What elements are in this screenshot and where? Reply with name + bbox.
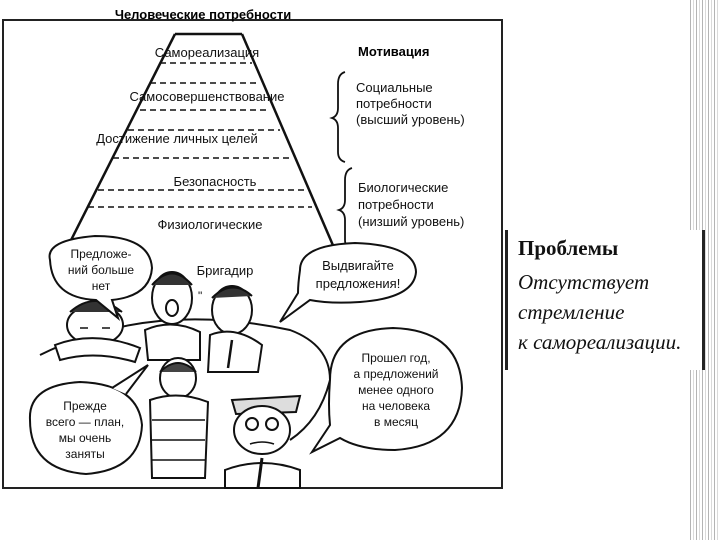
level-physiological: Физиологические — [158, 217, 263, 232]
foreman-figure: " — [143, 271, 202, 361]
speech-bubble-plan-first: Прежде всего — план, мы очень заняты — [28, 364, 149, 476]
social-needs-line-2: потребности — [356, 96, 432, 111]
bubble-no-suggestions-line-3: нет — [92, 279, 111, 293]
pyramid-title: Человеческие потребности — [115, 7, 291, 22]
manager-figure — [224, 394, 302, 489]
bio-needs-line-2: потребности — [358, 197, 434, 212]
worker-sleeping — [53, 300, 142, 364]
caption-line-1: Отсутствует — [518, 270, 650, 294]
speech-bubble-no-suggestions: Предложе- ний больше нет — [48, 234, 154, 321]
bio-needs-brace — [336, 167, 353, 251]
bubble-plan-first-line-4: заняты — [65, 447, 104, 461]
bubble-year-passed-line-1: Прошел год, — [361, 351, 430, 365]
level-personal-goals: Достижение личных целей — [96, 131, 258, 146]
bio-needs-line-3: (низший уровень) — [358, 214, 464, 229]
social-needs-line-3: (высший уровень) — [356, 112, 465, 127]
pyramid-level-labels: Самореализация Самосовершенствование Дос… — [96, 45, 284, 232]
needs-pyramid-illustration: Человеческие потребности Самореализация … — [2, 7, 503, 489]
social-needs-line-1: Социальные — [356, 80, 433, 95]
caption-title: Проблемы — [518, 236, 619, 260]
worker-back — [148, 357, 210, 479]
bubble-year-passed-line-4: на человека — [362, 399, 430, 413]
speech-bubble-year-passed: Прошел год, а предложений менее одного н… — [309, 326, 464, 455]
caption-line-3: к самореализации. — [518, 330, 682, 354]
bubble-plan-first-line-3: мы очень — [59, 431, 111, 445]
bubble-year-passed-line-5: в месяц — [374, 415, 418, 429]
pyramid-level-dividers — [88, 62, 312, 208]
level-self-improvement: Самосовершенствование — [130, 89, 285, 104]
caption-panel: Проблемы Отсутствует стремление к саморе… — [505, 230, 705, 370]
foreman-label: Бригадир — [197, 263, 254, 278]
bubble-year-passed-line-2: а предложений — [353, 367, 438, 381]
motivation-title: Мотивация — [358, 44, 429, 59]
bio-needs-line-1: Биологические — [358, 180, 448, 195]
bubble-make-suggestions-line-1: Выдвигайте — [322, 258, 394, 273]
bubble-year-passed-line-3: менее одного — [358, 383, 434, 397]
bubble-plan-first-line-2: всего — план, — [46, 415, 125, 429]
caption-line-2: стремление — [518, 300, 625, 324]
level-self-actualization: Самореализация — [155, 45, 259, 60]
pyramid-shape — [58, 32, 337, 263]
worker-right — [206, 285, 264, 373]
bubble-plan-first-line-1: Прежде — [63, 399, 107, 413]
bubble-make-suggestions-line-2: предложения! — [316, 276, 401, 291]
level-safety: Безопасность — [174, 174, 257, 189]
bubble-no-suggestions-line-1: Предложе- — [70, 247, 131, 261]
bubble-no-suggestions-line-2: ний больше — [68, 263, 135, 277]
speech-bubble-make-suggestions: Выдвигайте предложения! — [279, 241, 418, 323]
social-needs-brace — [329, 71, 346, 163]
svg-text:": " — [198, 289, 202, 303]
